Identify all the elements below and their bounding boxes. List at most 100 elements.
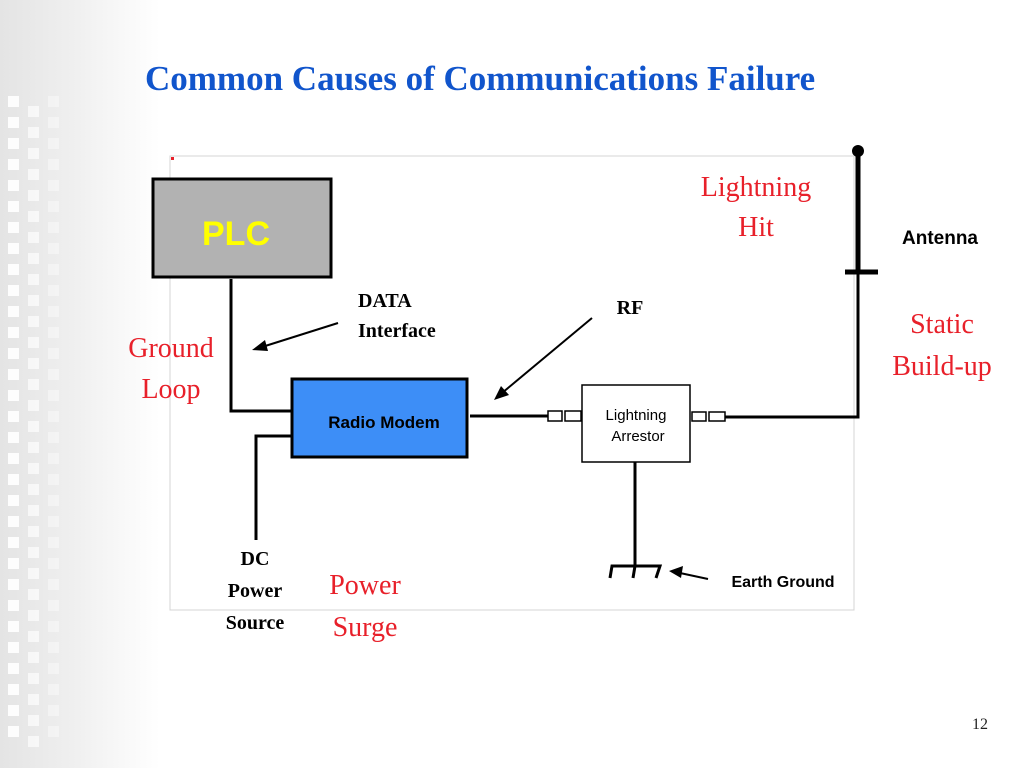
- earth-ground-arrow: [679, 572, 709, 580]
- data-interface-label-line1: DATA: [358, 290, 412, 312]
- pattern-square: [8, 474, 19, 485]
- plc-to-modem-wire: [229, 279, 291, 413]
- pattern-square: [28, 631, 39, 642]
- pattern-square: [8, 117, 19, 128]
- decorative-side-pattern: [0, 0, 160, 768]
- pattern-square: [48, 474, 59, 485]
- pattern-square: [28, 673, 39, 684]
- rf-label: RF: [617, 297, 644, 319]
- pattern-square: [48, 222, 59, 233]
- lightning-hit-label-line1: Lightning: [701, 172, 811, 203]
- pattern-square: [48, 579, 59, 590]
- data-interface-label-line2: Interface: [358, 320, 436, 342]
- pattern-square: [28, 568, 39, 579]
- pattern-square: [28, 232, 39, 243]
- pattern-square: [28, 358, 39, 369]
- pattern-square: [8, 285, 19, 296]
- pattern-square: [48, 348, 59, 359]
- connector-left-b: [564, 410, 582, 422]
- pattern-square: [28, 316, 39, 327]
- pattern-square: [28, 106, 39, 117]
- pattern-square: [48, 516, 59, 527]
- pattern-square: [48, 180, 59, 191]
- pattern-square: [8, 432, 19, 443]
- pattern-square: [8, 411, 19, 422]
- ground-loop-label-line1: Ground: [128, 333, 214, 364]
- pattern-square: [8, 327, 19, 338]
- pattern-square: [28, 379, 39, 390]
- earth-ground-label: Earth Ground: [731, 574, 834, 591]
- pattern-square: [48, 537, 59, 548]
- pattern-square: [28, 694, 39, 705]
- earth-ground-symbol: [608, 564, 663, 579]
- pattern-square: [8, 222, 19, 233]
- pattern-square: [8, 453, 19, 464]
- pattern-square: [8, 138, 19, 149]
- pattern-square: [28, 253, 39, 264]
- pattern-square: [48, 327, 59, 338]
- lightning-arrestor-label-line1: Lightning: [606, 407, 667, 424]
- pattern-square: [48, 390, 59, 401]
- pattern-square: [8, 390, 19, 401]
- data-interface-arrow: [261, 322, 339, 348]
- pattern-square: [48, 306, 59, 317]
- ground-loop-label-line2: Loop: [141, 374, 200, 405]
- pattern-square: [28, 610, 39, 621]
- pattern-square: [48, 201, 59, 212]
- pattern-square: [48, 159, 59, 170]
- slide-title: Common Causes of Communications Failure: [145, 59, 816, 98]
- pattern-square: [28, 295, 39, 306]
- pattern-square: [8, 516, 19, 527]
- plc-box: [151, 177, 333, 279]
- pattern-square: [8, 180, 19, 191]
- pattern-square: [48, 285, 59, 296]
- pattern-square: [48, 117, 59, 128]
- lightning-arrestor-box: [581, 384, 691, 463]
- lightning-arrestor-label-line2: Arrestor: [611, 428, 664, 445]
- connector-right-b: [708, 411, 726, 422]
- pattern-square: [8, 663, 19, 674]
- pattern-square: [48, 642, 59, 653]
- dc-power-wire: [254, 434, 291, 540]
- pattern-square: [48, 243, 59, 254]
- static-buildup-label-line2: Build-up: [892, 351, 992, 382]
- pattern-square: [8, 705, 19, 716]
- connector-right-a: [691, 411, 707, 422]
- pattern-square: [28, 484, 39, 495]
- pattern-square: [8, 243, 19, 254]
- pattern-square: [28, 715, 39, 726]
- pattern-square: [48, 432, 59, 443]
- pattern-square: [28, 421, 39, 432]
- pattern-square: [8, 558, 19, 569]
- pattern-square: [28, 736, 39, 747]
- pattern-square: [8, 642, 19, 653]
- pattern-square: [8, 600, 19, 611]
- pattern-square: [48, 558, 59, 569]
- pattern-square: [48, 705, 59, 716]
- pattern-square: [28, 547, 39, 558]
- pattern-square: [8, 537, 19, 548]
- pattern-square: [28, 505, 39, 516]
- page-number: 12: [972, 716, 988, 733]
- pattern-square: [48, 600, 59, 611]
- pattern-square: [48, 453, 59, 464]
- dc-power-source-line3: Source: [226, 612, 285, 634]
- pattern-square: [8, 306, 19, 317]
- pattern-square: [48, 495, 59, 506]
- power-surge-label-line2: Surge: [333, 612, 398, 643]
- antenna-label: Antenna: [902, 228, 978, 249]
- pattern-square: [28, 337, 39, 348]
- pattern-square: [8, 201, 19, 212]
- plc-label: PLC: [202, 215, 270, 253]
- earth-ground-center-prong: [631, 565, 637, 579]
- pattern-square: [28, 526, 39, 537]
- connector-left-a: [547, 410, 563, 422]
- pattern-square: [48, 411, 59, 422]
- pattern-square: [28, 442, 39, 453]
- radio-modem-box: [290, 377, 469, 459]
- lightning-hit-label-line2: Hit: [738, 212, 774, 243]
- pattern-square: [28, 148, 39, 159]
- antenna-tip: [852, 145, 864, 157]
